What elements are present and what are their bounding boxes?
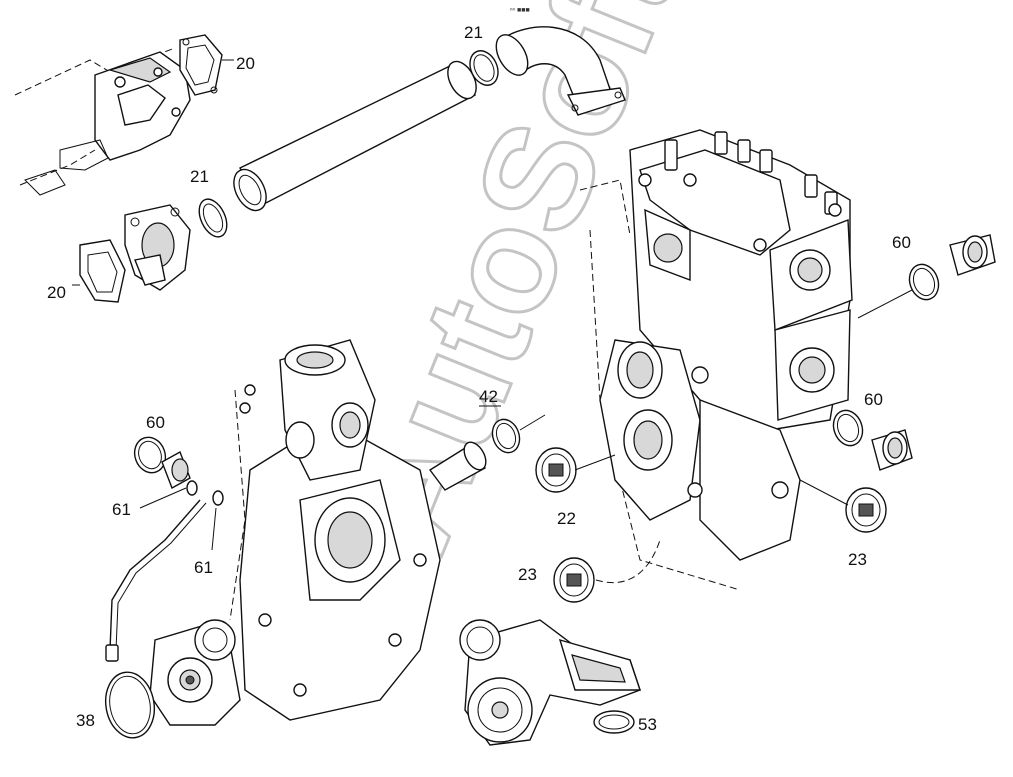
callout-61-left: 61 <box>112 500 131 519</box>
fitting-61 <box>161 450 191 490</box>
callout-42: 42 <box>479 387 498 406</box>
callout-labels: 20 20 21 21 60 60 60 42 22 23 23 61 61 3… <box>47 23 911 734</box>
exhaust-pipe <box>233 60 477 212</box>
seal-ring-38 <box>104 671 156 739</box>
header-mark: ⁿⁿ ■■■ <box>510 7 530 14</box>
gear-cover <box>149 619 241 726</box>
seal-ring-60-top <box>908 263 940 301</box>
callout-20-bottom: 20 <box>47 283 66 302</box>
exhaust-manifold <box>14 47 191 196</box>
callout-23-right: 23 <box>848 550 867 569</box>
callout-61-bottom: 61 <box>194 558 213 577</box>
oil-pump <box>459 619 641 746</box>
gasket-20-bottom <box>79 239 126 303</box>
seal-ring-60-mid <box>832 409 864 447</box>
exhaust-elbow <box>495 26 626 116</box>
gasket-20-top <box>179 34 223 96</box>
callout-20-top: 20 <box>236 54 255 73</box>
callout-21-left: 21 <box>190 167 209 186</box>
injection-pump-block <box>579 129 853 591</box>
seal-ring-60-left <box>133 436 167 474</box>
oil-pipe <box>109 499 201 651</box>
timing-housing <box>229 339 441 721</box>
washer-61-b <box>212 490 224 506</box>
seal-ring-53 <box>593 710 635 734</box>
plug-22 <box>535 447 577 493</box>
callout-23-left: 23 <box>518 565 537 584</box>
seal-ring-42 <box>491 418 521 454</box>
plug-23-left <box>553 557 595 603</box>
callout-53: 53 <box>638 715 657 734</box>
plug-60-top <box>949 234 996 276</box>
callout-22: 22 <box>557 509 576 528</box>
plug-23-right <box>845 487 887 533</box>
seal-ring-21-top <box>469 50 499 86</box>
callout-38: 38 <box>76 711 95 730</box>
seal-ring-21-left <box>198 198 228 238</box>
callout-60-mid: 60 <box>864 390 883 409</box>
callout-60-left: 60 <box>146 413 165 432</box>
washer-61-a <box>186 480 198 496</box>
callout-21-top: 21 <box>464 23 483 42</box>
flange-housing <box>124 204 191 291</box>
hose-fitting <box>428 441 487 491</box>
plug-60-mid <box>871 429 913 471</box>
callout-60-top: 60 <box>892 233 911 252</box>
